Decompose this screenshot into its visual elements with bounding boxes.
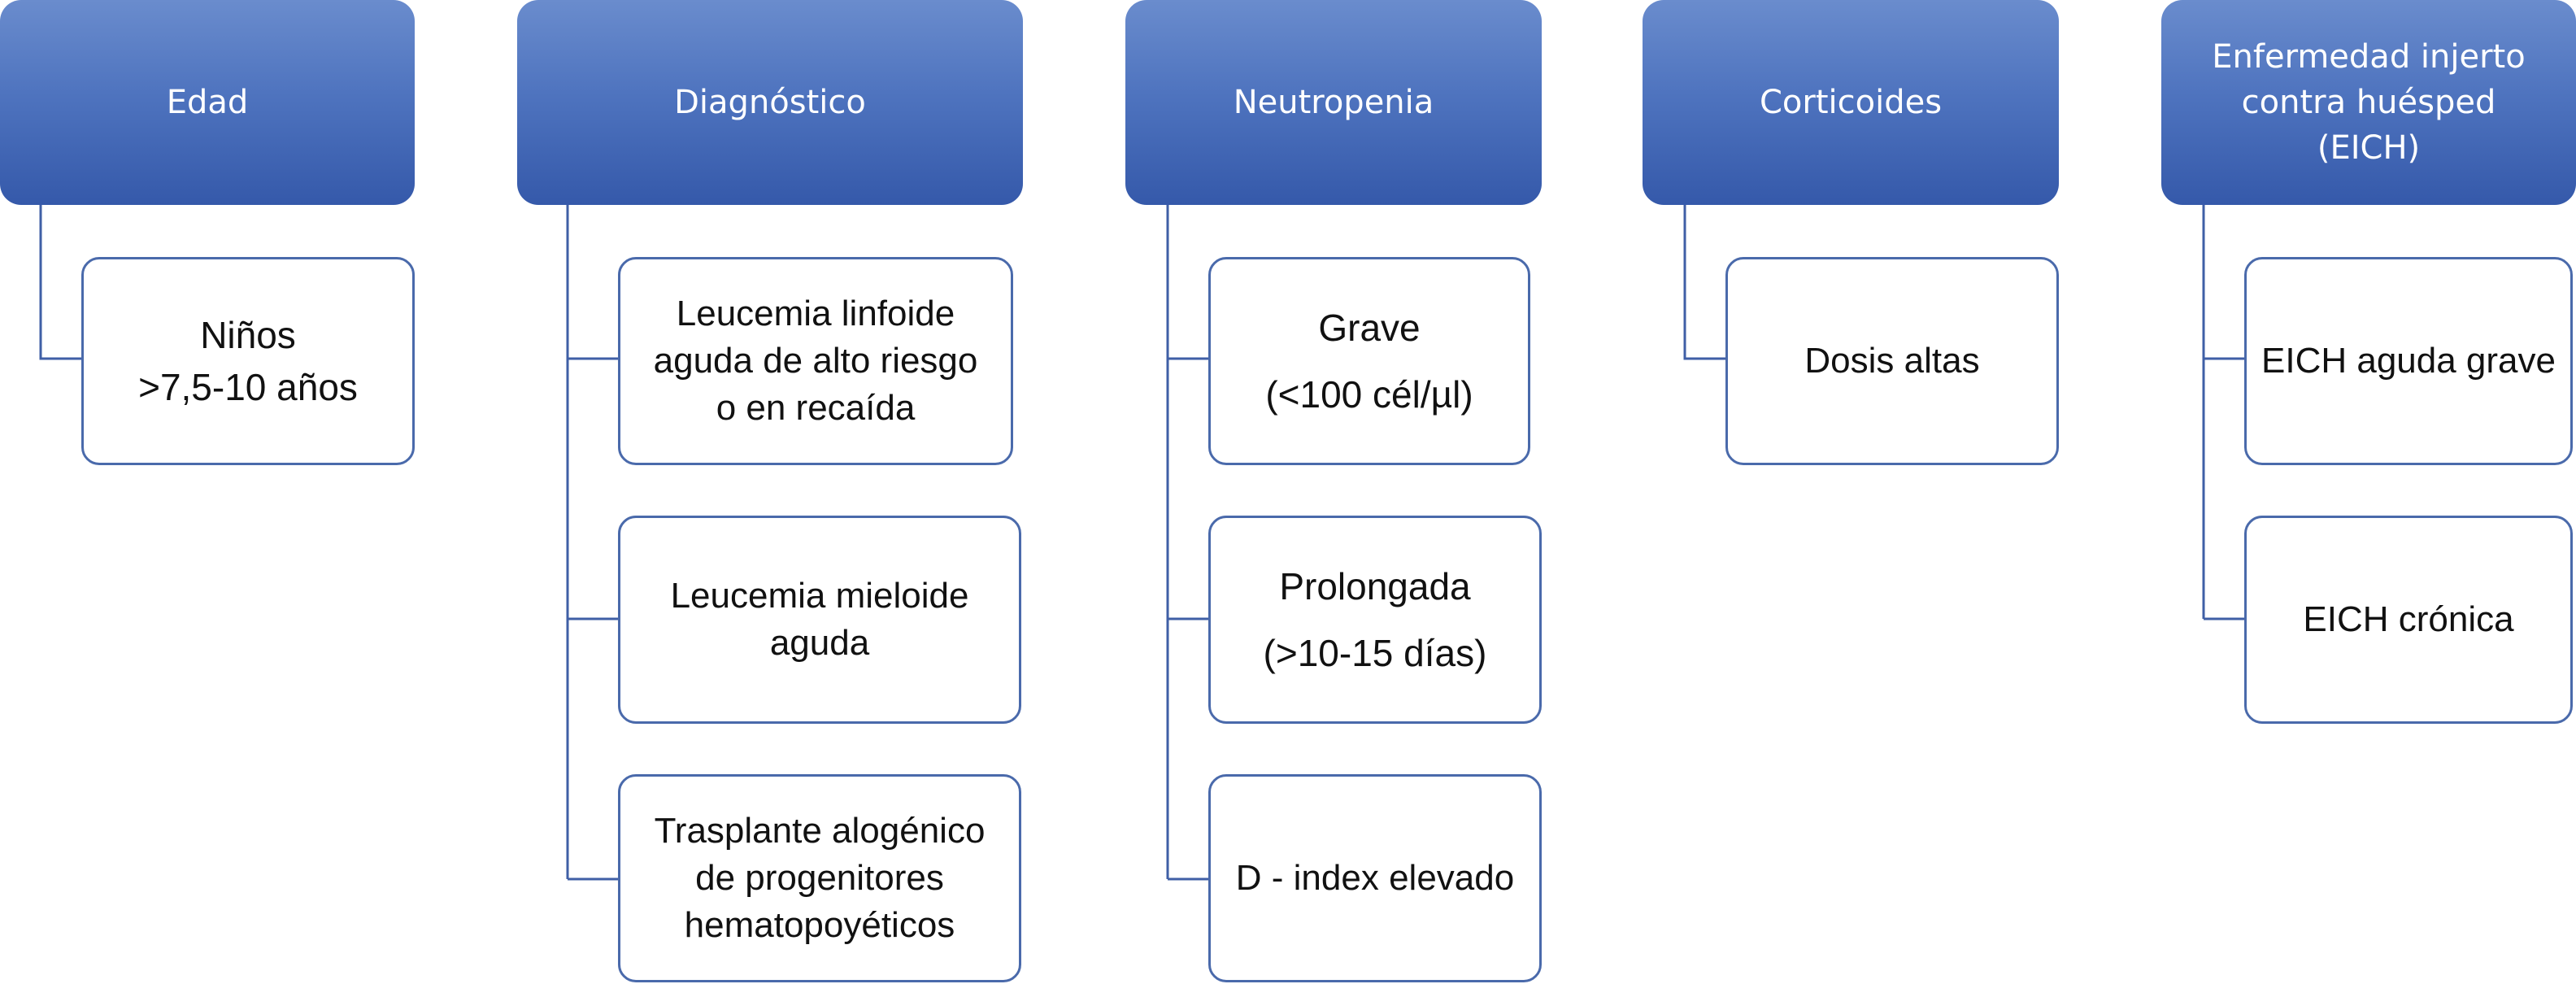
box-d-index-elevado: D - index elevado xyxy=(1208,774,1542,982)
header-corticoides: Corticoides xyxy=(1643,0,2059,205)
box-ninos: Niños >7,5-10 años xyxy=(81,257,415,465)
connector-corticoides xyxy=(1683,205,1725,360)
box-leucemia-mieloide: Leucemia mieloide aguda xyxy=(618,516,1021,724)
header-eich: Enfermedad injerto contra huésped (EICH) xyxy=(2161,0,2576,205)
box-eich-aguda-grave: EICH aguda grave xyxy=(2244,257,2573,465)
header-diagnostico: Diagnóstico xyxy=(517,0,1023,205)
box-neutropenia-grave: Grave (<100 cél/µl) xyxy=(1208,257,1530,465)
box-eich-cronica: EICH crónica xyxy=(2244,516,2573,724)
connector-edad xyxy=(39,205,81,360)
header-edad: Edad xyxy=(0,0,415,205)
box-leucemia-linfoide: Leucemia linfoide aguda de alto riesgo o… xyxy=(618,257,1013,465)
header-neutropenia: Neutropenia xyxy=(1125,0,1542,205)
box-dosis-altas: Dosis altas xyxy=(1725,257,2059,465)
box-neutropenia-prolongada: Prolongada (>10-15 días) xyxy=(1208,516,1542,724)
box-trasplante-alogenico: Trasplante alogénico de progenitores hem… xyxy=(618,774,1021,982)
